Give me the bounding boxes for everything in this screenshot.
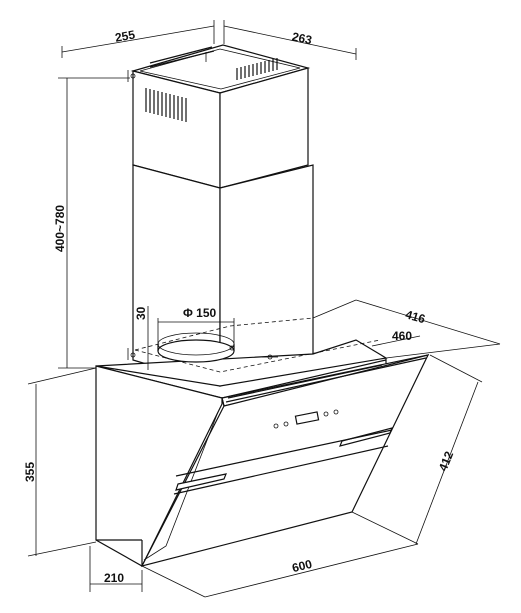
dim-body-width: 416 <box>312 299 501 359</box>
svg-text:Φ 150: Φ 150 <box>183 306 217 320</box>
svg-text:355: 355 <box>23 462 37 482</box>
dim-chimney-height: 400~780 <box>53 77 130 369</box>
dim-duct-diameter: Φ 150 <box>157 306 235 346</box>
svg-text:412: 412 <box>436 449 457 473</box>
display-panel <box>294 411 320 425</box>
svg-text:255: 255 <box>114 27 136 44</box>
svg-text:210: 210 <box>104 571 124 585</box>
control-button-1 <box>273 423 279 429</box>
dim-bottom-width: 600 <box>141 543 419 598</box>
svg-text:30: 30 <box>134 306 148 320</box>
svg-text:460: 460 <box>392 329 412 343</box>
dim-panel-length: 412 <box>351 354 483 545</box>
control-button-4 <box>333 409 339 415</box>
svg-text:600: 600 <box>291 557 314 576</box>
chimney <box>127 44 314 387</box>
control-button-2 <box>283 421 289 427</box>
dim-chimney-width: 263 <box>223 20 357 60</box>
dim-chimney-depth: 255 <box>61 20 215 58</box>
control-button-3 <box>323 411 329 417</box>
dim-duct-offset: 30 <box>134 306 149 370</box>
svg-text:416: 416 <box>404 307 427 326</box>
dim-bottom-depth: 210 <box>89 546 143 592</box>
vent-slots-left <box>145 88 187 122</box>
vent-slots-right <box>236 58 278 80</box>
dim-body-height: 355 <box>23 367 97 557</box>
svg-text:400~780: 400~780 <box>53 205 67 252</box>
hood-body <box>95 354 430 567</box>
svg-text:263: 263 <box>291 29 314 47</box>
dim-body-depth: 460 <box>371 329 421 347</box>
